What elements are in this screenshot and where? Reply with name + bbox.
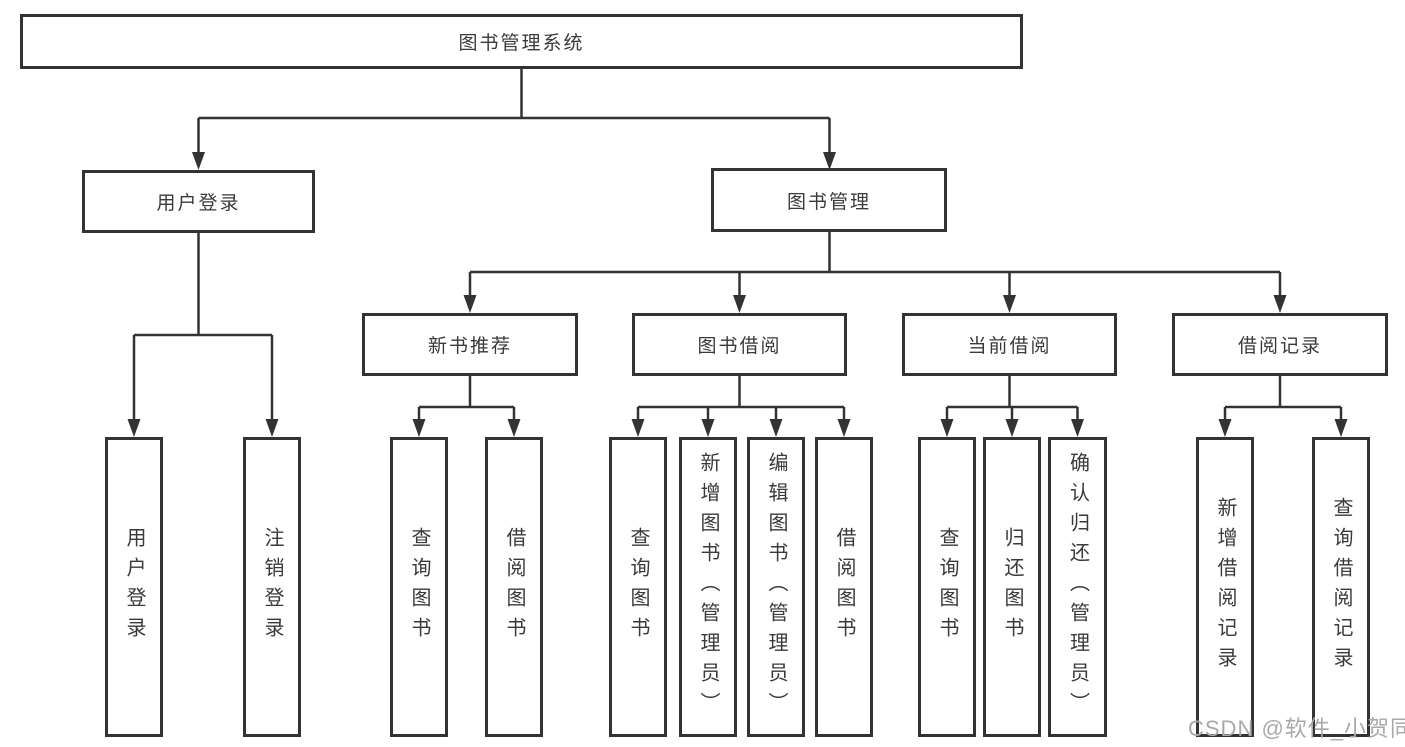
arrowhead-icon xyxy=(1071,419,1084,437)
arrowhead-icon xyxy=(265,419,279,437)
node-label: 新增借阅记录 xyxy=(1214,497,1236,677)
arrowhead-icon xyxy=(1005,419,1019,437)
leaf-return-books: 归还图书 xyxy=(983,437,1041,737)
arrowhead-icon xyxy=(701,419,715,437)
arrowhead-icon xyxy=(1273,295,1287,313)
node-label: 查询图书 xyxy=(627,527,649,647)
node-label: 注销登录 xyxy=(261,527,283,647)
node-label: 当前借阅 xyxy=(967,336,1052,357)
node-label: 用户登录 xyxy=(123,527,145,647)
arrowhead-icon xyxy=(769,419,783,437)
leaf-query-borrow-record: 查询借阅记录 xyxy=(1312,437,1370,737)
arrowhead-icon xyxy=(127,419,141,437)
node-label: 借阅记录 xyxy=(1237,336,1322,357)
node-label: 图书管理 xyxy=(786,191,871,213)
arrowhead-icons xyxy=(127,152,1348,437)
node-label: 新增图书（管理员） xyxy=(697,452,719,722)
node-label: 图书借阅 xyxy=(697,336,782,357)
connector-book-management-children xyxy=(468,232,1282,299)
arrowhead-icon xyxy=(1334,419,1348,437)
connector-new-book-children xyxy=(417,376,516,423)
arrowhead-icon xyxy=(733,295,746,313)
connector-borrow-records-children xyxy=(1223,376,1343,423)
node-label: 查询图书 xyxy=(408,527,430,647)
node-current-borrowing: 当前借阅 xyxy=(902,313,1117,376)
leaf-query-books: 查询图书 xyxy=(390,437,448,737)
connector-book-borrowing-children xyxy=(636,376,846,423)
arrowhead-icon xyxy=(507,419,521,437)
leaf-edit-books-admin: 编辑图书（管理员） xyxy=(747,437,805,737)
leaf-borrow-books: 借阅图书 xyxy=(815,437,873,737)
arrowhead-icon xyxy=(412,419,426,437)
leaf-add-books-admin: 新增图书（管理员） xyxy=(679,437,737,737)
leaf-query-books: 查询图书 xyxy=(609,437,667,737)
node-label: 用户登录 xyxy=(156,193,241,214)
node-new-book-recommend: 新书推荐 xyxy=(362,313,578,376)
leaf-borrow-books: 借阅图书 xyxy=(485,437,543,737)
arrowhead-icon xyxy=(631,419,645,437)
node-borrowing-records: 借阅记录 xyxy=(1172,313,1388,376)
arrowhead-icon xyxy=(837,419,851,437)
arrowhead-icon xyxy=(192,152,205,170)
arrowhead-icon xyxy=(463,295,477,313)
node-label: 查询图书 xyxy=(936,527,958,647)
node-label: 确认归还（管理员） xyxy=(1066,452,1089,722)
node-label: 借阅图书 xyxy=(503,527,525,647)
arrowhead-icon xyxy=(1218,419,1232,437)
connector-current-borrowing-children xyxy=(945,376,1079,423)
connector-root-to-level2 xyxy=(197,68,831,156)
node-label: 图书管理系统 xyxy=(458,33,585,54)
node-user-login: 用户登录 xyxy=(82,170,315,233)
csdn-watermark: CSDN @软件_小贺同学 xyxy=(1188,716,1405,741)
leaf-add-borrow-record: 新增借阅记录 xyxy=(1196,437,1254,737)
node-label: 借阅图书 xyxy=(833,527,855,647)
node-label: 编辑图书（管理员） xyxy=(765,452,787,722)
node-label: 归还图书 xyxy=(1001,527,1023,647)
node-book-management: 图书管理 xyxy=(711,168,947,232)
leaf-user-login: 用户登录 xyxy=(105,437,163,737)
arrowhead-icon xyxy=(1003,295,1016,313)
arrowhead-icon xyxy=(940,419,954,437)
arrowhead-icon xyxy=(823,152,836,170)
node-book-borrowing: 图书借阅 xyxy=(632,313,847,376)
node-label: 查询借阅记录 xyxy=(1330,497,1352,677)
connector-user-login-children xyxy=(132,233,274,423)
node-library-management-system: 图书管理系统 xyxy=(20,14,1023,69)
leaf-logout: 注销登录 xyxy=(243,437,301,737)
leaf-confirm-return-admin: 确认归还（管理员） xyxy=(1048,437,1107,737)
node-label: 新书推荐 xyxy=(427,336,512,357)
leaf-query-books: 查询图书 xyxy=(918,437,976,737)
